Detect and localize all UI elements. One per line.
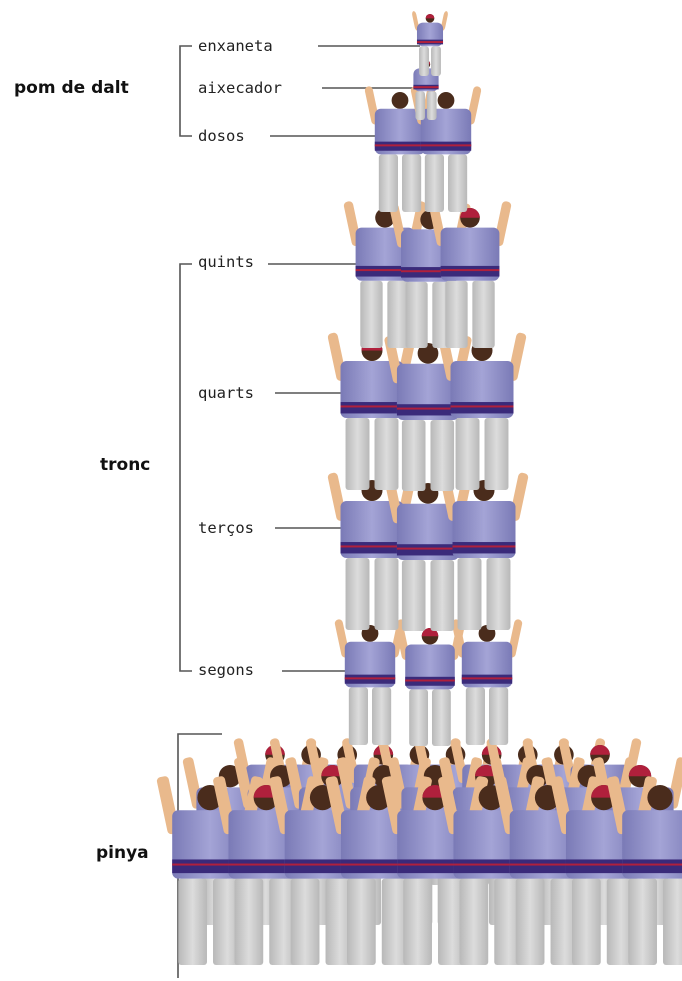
tercos-person-center <box>384 475 472 631</box>
level-label-quints: quints <box>196 252 256 272</box>
bracket-pom-de-dalt <box>179 45 192 137</box>
level-label-enxaneta: enxaneta <box>196 36 275 56</box>
dosos-person-right <box>410 86 482 212</box>
segons-person-center <box>395 622 465 746</box>
dosos-person-left <box>364 86 436 212</box>
group-label-pinya: pinya <box>96 843 149 863</box>
level-label-tercos: terços <box>196 518 256 538</box>
pinya-base-crowd <box>156 738 682 965</box>
group-label-pom-de-dalt: pom de dalt <box>14 78 129 98</box>
level-label-dosos: dosos <box>196 126 247 146</box>
level-label-aixecador: aixecador <box>196 78 284 98</box>
tower-figures <box>327 11 529 746</box>
bracket-tronc <box>179 263 192 672</box>
quarts-person-center <box>384 335 472 491</box>
pinya-person <box>606 776 682 965</box>
level-label-segons: segons <box>196 660 256 680</box>
quarts-person-right <box>437 332 527 490</box>
group-label-tronc: tronc <box>100 455 151 475</box>
segons-person-left <box>334 619 406 745</box>
level-label-quarts: quarts <box>196 383 256 403</box>
segons-person-right <box>451 619 523 745</box>
bracket-pinya <box>177 733 222 978</box>
enxaneta-person <box>412 11 448 76</box>
